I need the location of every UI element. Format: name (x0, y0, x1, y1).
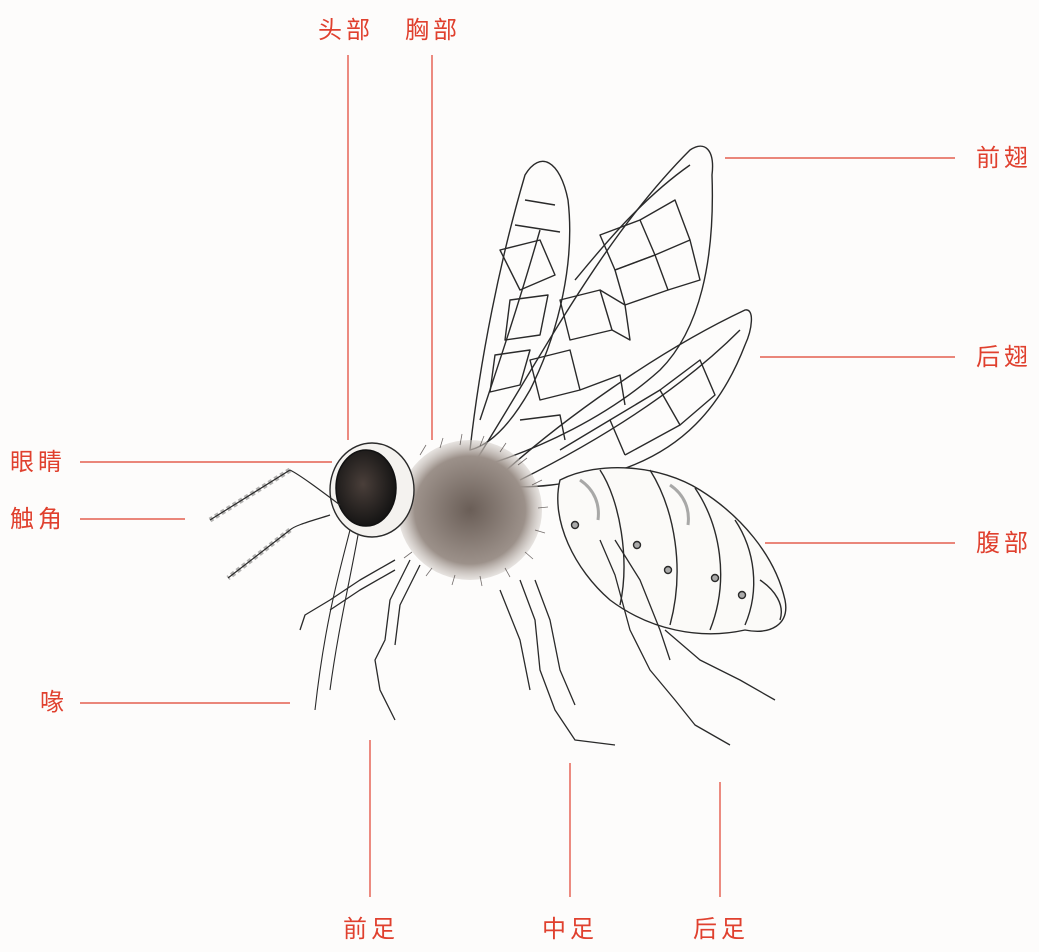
thorax-shape (398, 434, 548, 586)
midleg-shape (500, 580, 615, 745)
forewing-shape (470, 161, 570, 450)
antennae-shape (210, 470, 340, 578)
mouthparts-label: 喙 (40, 690, 68, 714)
thorax-label: 胸部 (405, 18, 461, 42)
eye-label: 眼睛 (10, 450, 66, 474)
foreleg-label: 前足 (343, 917, 399, 941)
main-forewing-shape (470, 146, 713, 470)
abdomen-shape (558, 468, 786, 634)
mouthparts-shape (315, 530, 358, 710)
forewing-label: 前翅 (976, 146, 1032, 170)
head-shape (330, 443, 414, 537)
antenna-label: 触角 (10, 507, 66, 531)
compound-eye-shape (336, 450, 396, 526)
head-label: 头部 (318, 18, 374, 42)
hindleg-label: 后足 (693, 917, 749, 941)
abdomen-label: 腹部 (976, 531, 1032, 555)
midleg-label: 中足 (542, 917, 598, 941)
hindwing-label: 后翅 (976, 345, 1032, 369)
foreleg-shape (300, 560, 420, 720)
